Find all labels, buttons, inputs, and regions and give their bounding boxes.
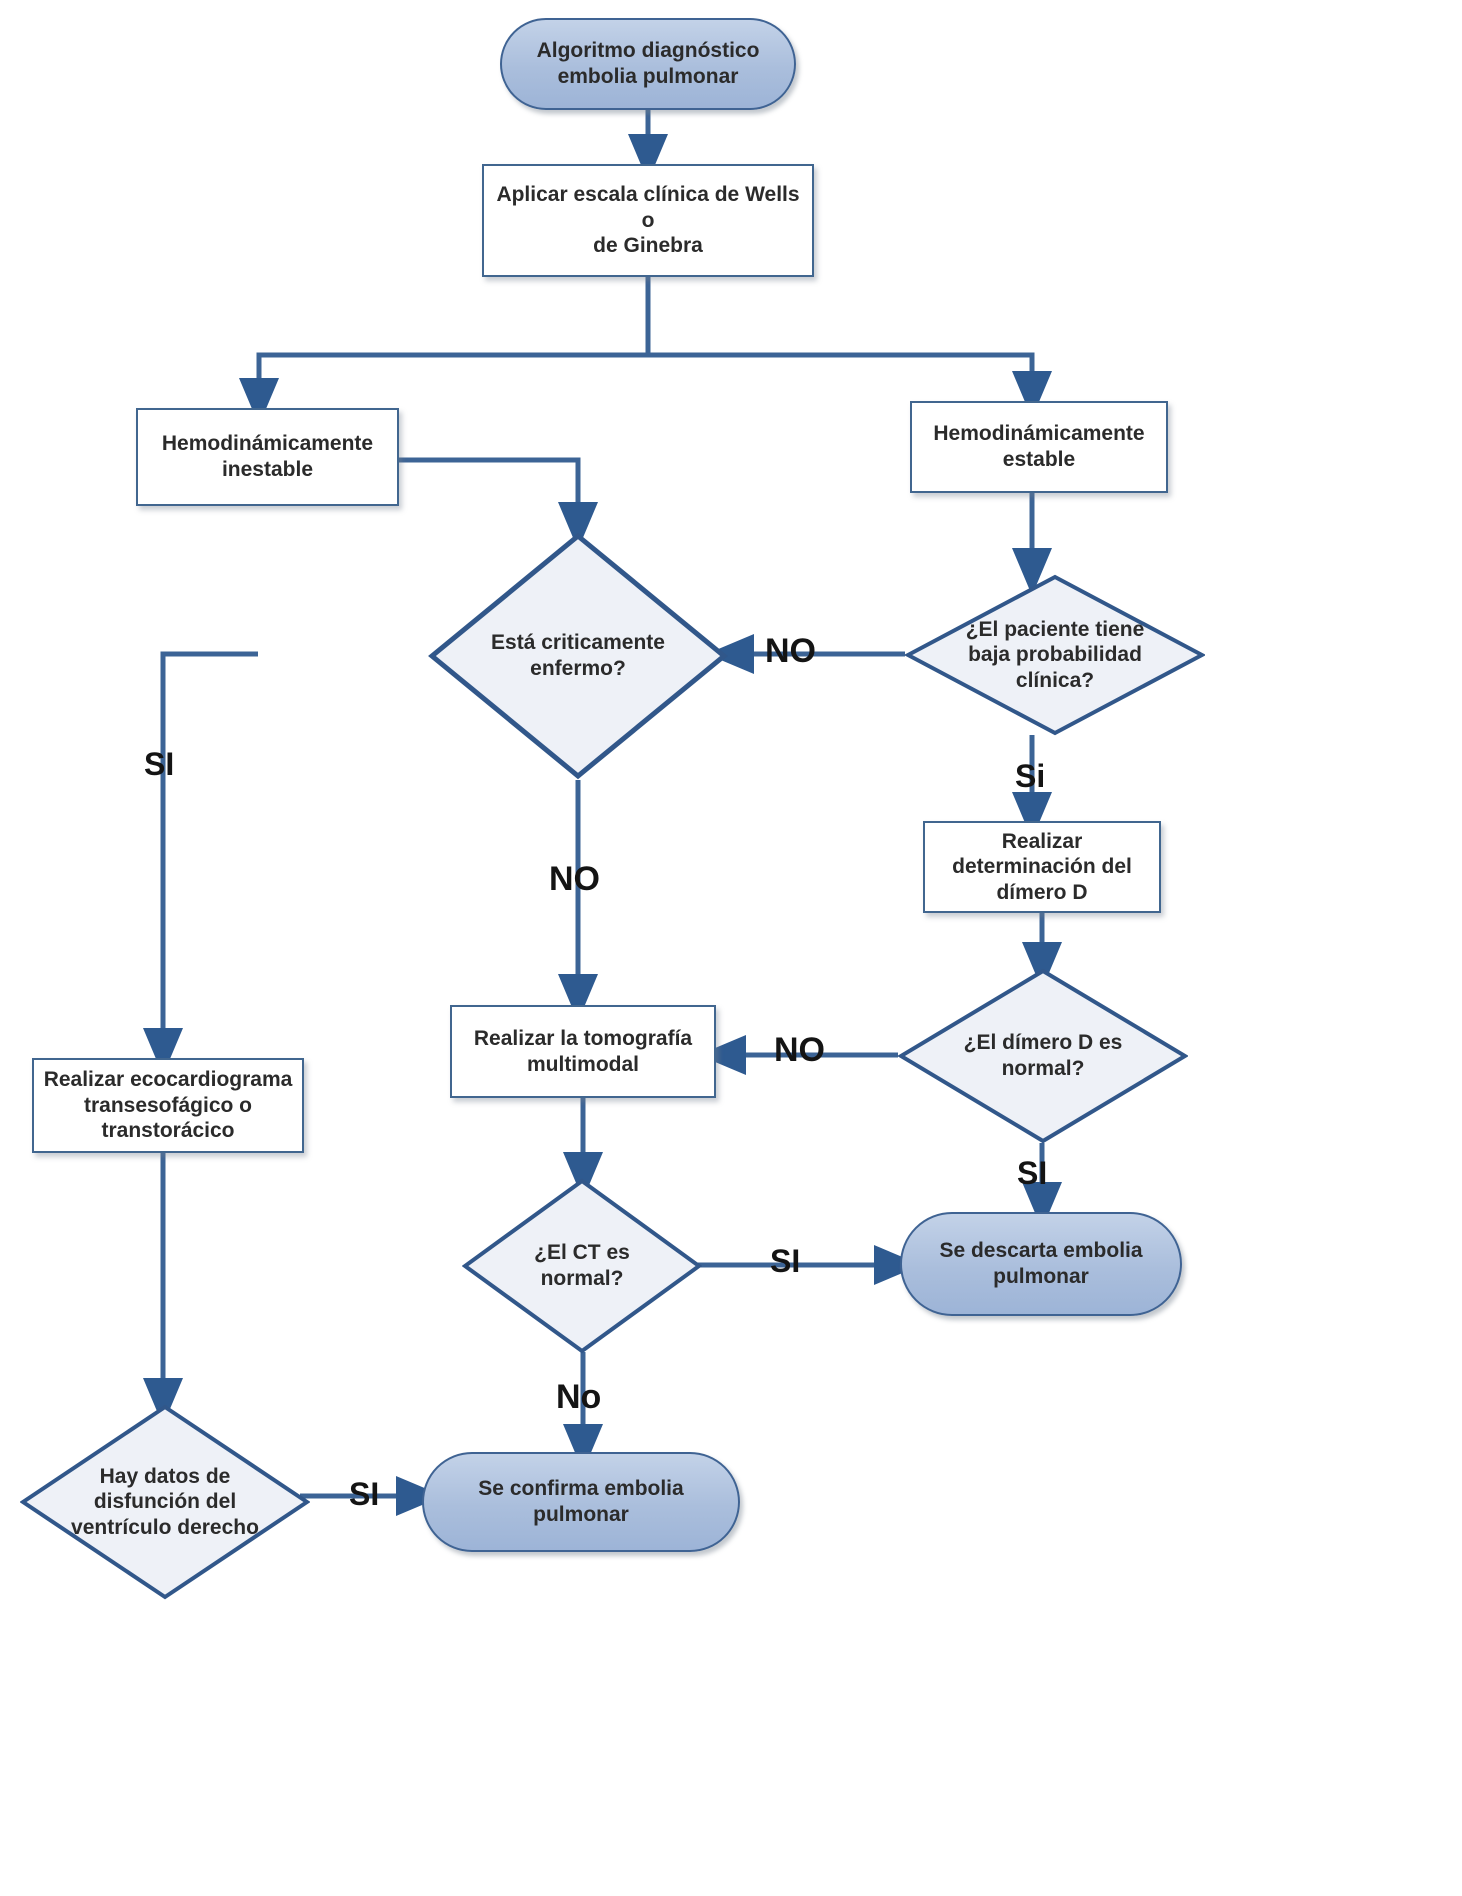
edge-wells-to-stable — [645, 277, 1052, 419]
edge-unstable-si-to-echo — [143, 651, 258, 1076]
diamond-shape — [20, 1404, 310, 1600]
edge-label-lowprob-no: NO — [765, 632, 816, 670]
edge-label-ct-no: No — [556, 1378, 602, 1416]
edge-wells-to-unstable — [239, 277, 651, 426]
edge-label-critical-no: NO — [549, 860, 600, 898]
diamond-shape — [898, 968, 1188, 1144]
diamond-shape — [462, 1178, 702, 1354]
edge-label-ct-si: SI — [770, 1243, 801, 1279]
edge-label-lowprob-si: Si — [1015, 758, 1046, 794]
edge-label-rv-si: SI — [349, 1476, 380, 1512]
edge-label-unstable-si: SI — [144, 746, 175, 782]
edge-label-ddimer-si: SI — [1017, 1155, 1048, 1191]
diamond-shape — [905, 574, 1205, 736]
diamond-shape — [428, 532, 728, 780]
edge-label-ddimer-no: NO — [774, 1031, 825, 1069]
edge-unstable-to-critical — [399, 457, 598, 550]
